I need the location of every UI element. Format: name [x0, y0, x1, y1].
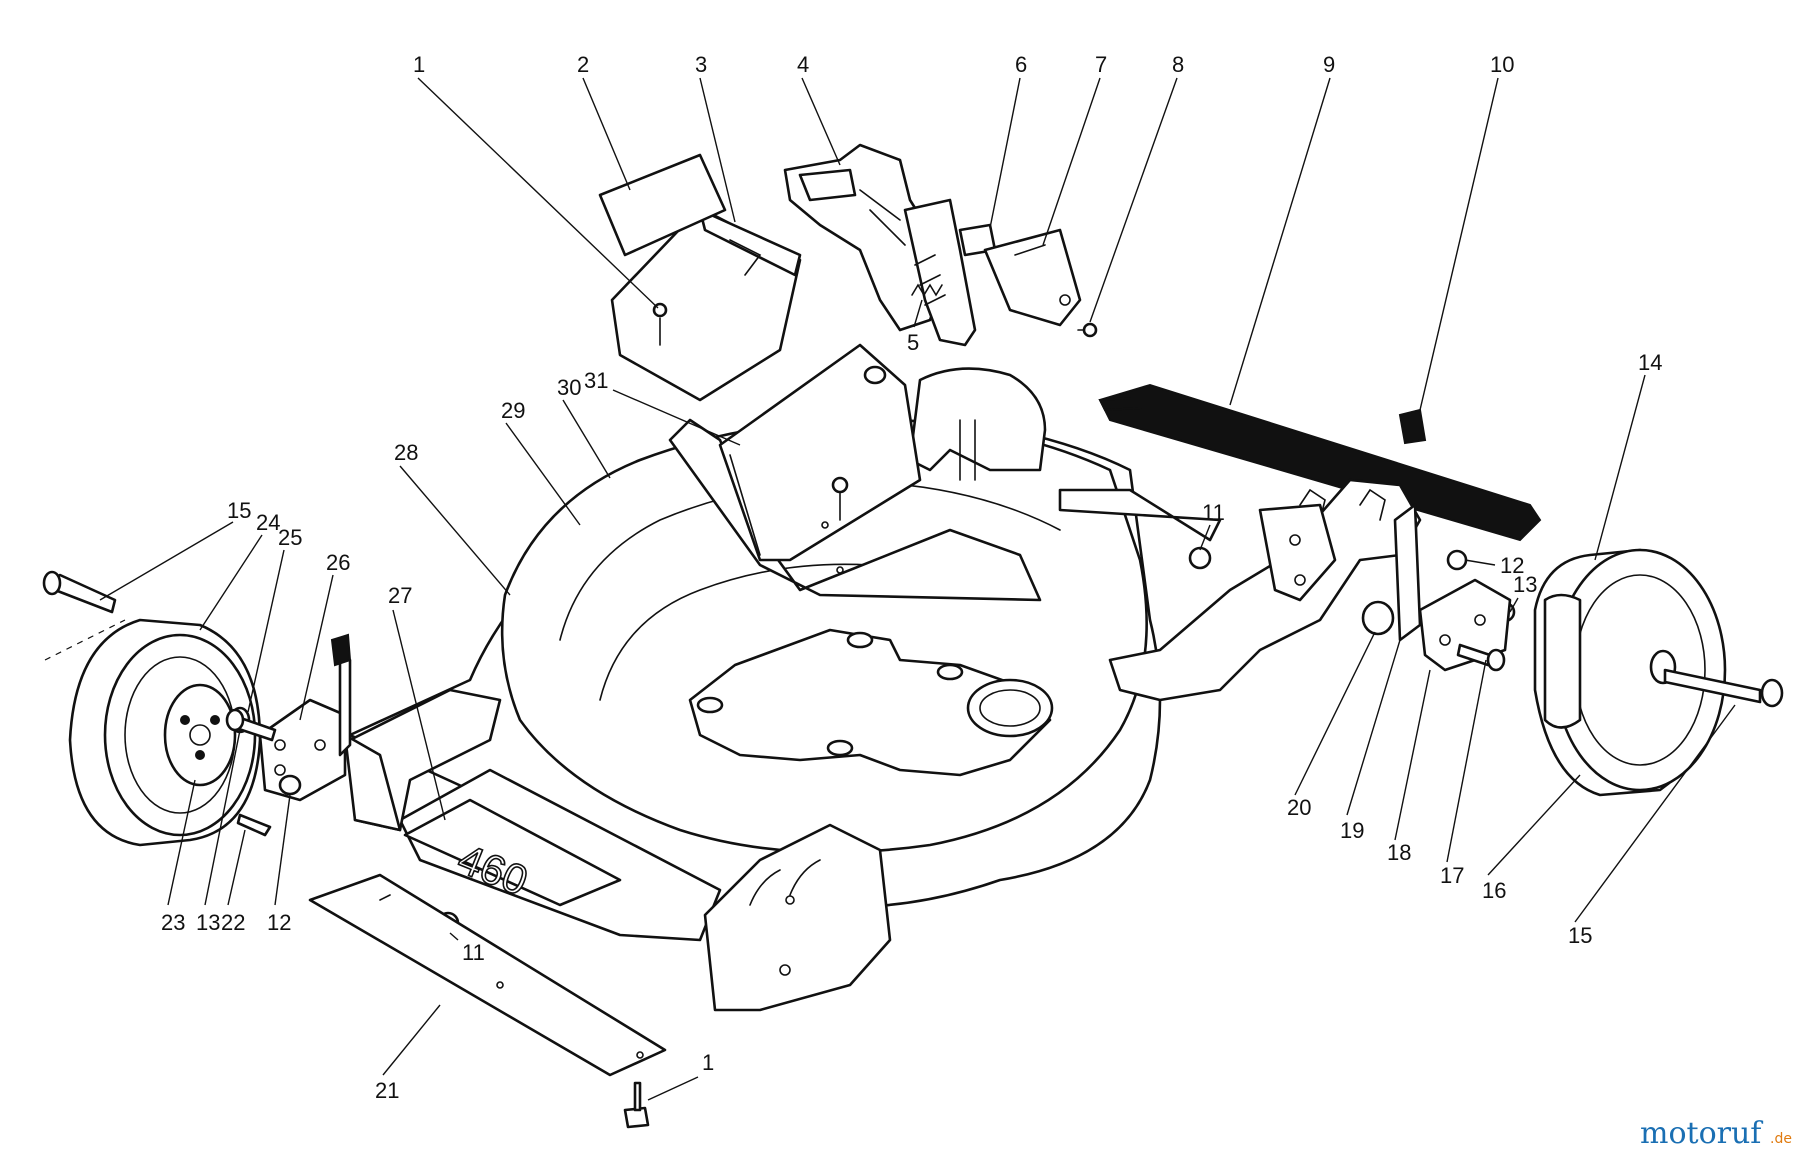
small-screw [1077, 322, 1098, 338]
skirt-screw [623, 1081, 650, 1129]
callout-30: 30 [557, 375, 581, 400]
callout-12-rear: 12 [1500, 553, 1524, 578]
callout-3: 3 [695, 52, 707, 77]
callout-28: 28 [394, 440, 418, 465]
front-bolt [225, 708, 277, 742]
callout-15-front: 15 [227, 498, 251, 523]
rear-spacer [1361, 600, 1395, 636]
height-plate [983, 228, 1082, 327]
callout-13-rear: 13 [1513, 572, 1537, 597]
watermark-logo: motoruf .de [1640, 1116, 1792, 1151]
callout-11-front: 11 [462, 940, 485, 965]
callout-19: 19 [1340, 818, 1364, 843]
callout-29: 29 [501, 398, 525, 423]
callout-27: 27 [388, 583, 412, 608]
deflector-skirt [308, 873, 667, 1077]
handle-bracket [718, 343, 922, 574]
rear-frame-bracket [1108, 478, 1422, 702]
callout-21: 21 [375, 1078, 399, 1103]
callout-18: 18 [1387, 840, 1411, 865]
callout-14: 14 [1638, 350, 1662, 375]
callout-31: 31 [584, 368, 608, 393]
clip [1398, 408, 1427, 445]
callout-4: 4 [797, 52, 809, 77]
callout-1-top: 1 [413, 52, 425, 77]
watermark-brand: motoruf [1640, 1116, 1763, 1151]
callout-5: 5 [907, 330, 919, 355]
rear-wheel [1533, 548, 1727, 797]
callout-20: 20 [1287, 795, 1311, 820]
rear-height-plate [1393, 503, 1422, 642]
callout-6: 6 [1015, 52, 1027, 77]
leader-lines [99, 77, 1736, 1101]
callout-22: 22 [221, 910, 245, 935]
front-height-bracket [258, 633, 352, 802]
rear-nut [1446, 549, 1468, 571]
rear-bolt [1456, 643, 1506, 672]
callout-13-front: 13 [196, 910, 220, 935]
front-screw [236, 813, 272, 837]
front-nut [278, 774, 302, 796]
callout-9: 9 [1323, 52, 1335, 77]
height-adjust-lever [783, 143, 977, 347]
rear-axle-bar [1098, 383, 1542, 542]
callout-10: 10 [1490, 52, 1514, 77]
callout-labels: 1 2 3 4 5 6 7 8 9 10 11 11 12 12 13 13 1… [161, 52, 1662, 1103]
callout-24: 24 [256, 510, 280, 535]
rear-height-bracket [1418, 578, 1512, 672]
callout-1-bottom: 1 [702, 1050, 714, 1075]
callout-8: 8 [1172, 52, 1184, 77]
rear-axle-bolt [1663, 668, 1784, 708]
callout-25: 25 [278, 525, 302, 550]
front-wheel [44, 618, 262, 847]
decal [598, 153, 727, 257]
callout-26: 26 [326, 550, 350, 575]
callout-23: 23 [161, 910, 185, 935]
front-axle-bolt [42, 570, 117, 614]
callout-2: 2 [577, 52, 589, 77]
housing-plate [610, 206, 802, 402]
callout-11-right: 11 [1202, 500, 1225, 525]
callout-15-rear: 15 [1568, 923, 1592, 948]
callout-16: 16 [1482, 878, 1506, 903]
spring [911, 283, 943, 297]
watermark-suffix: .de [1770, 1131, 1792, 1147]
callout-12-front: 12 [267, 910, 291, 935]
callout-17: 17 [1440, 863, 1464, 888]
callout-7: 7 [1095, 52, 1107, 77]
